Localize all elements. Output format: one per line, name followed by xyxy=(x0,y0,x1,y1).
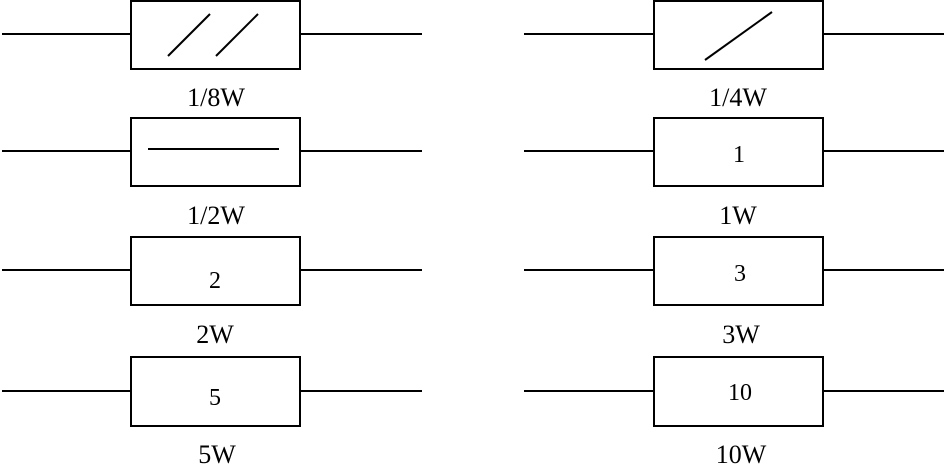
power-rating-numeral: 3 xyxy=(734,261,746,287)
power-rating-numeral: 5 xyxy=(209,385,221,411)
power-rating-caption: 5W xyxy=(198,440,236,466)
power-rating-caption: 10W xyxy=(716,440,767,466)
power-rating-caption: 2W xyxy=(196,320,234,349)
resistor-body xyxy=(130,236,301,306)
resistor-symbol-1w: 1 1W xyxy=(524,117,944,230)
power-slash-mark xyxy=(704,11,773,61)
power-slash-mark xyxy=(215,13,259,57)
power-rating-caption: 3W xyxy=(722,320,760,349)
resistor-symbol-1-2w: 1/2W xyxy=(2,117,422,230)
power-rating-numeral: 10 xyxy=(728,380,752,406)
power-rating-caption: 1/2W xyxy=(187,201,245,230)
resistor-body xyxy=(130,117,301,187)
resistor-symbol-1-4w: 1/4W xyxy=(524,0,944,112)
resistor-symbol-1-8w: 1/8W xyxy=(2,0,422,112)
power-rating-caption: 1/4W xyxy=(709,83,767,112)
power-rating-numeral: 2 xyxy=(209,268,221,294)
resistor-body xyxy=(130,0,301,70)
resistor-symbol-2w: 2 2W xyxy=(2,236,422,349)
resistor-body xyxy=(653,236,824,306)
power-rating-caption: 1/8W xyxy=(187,83,245,112)
power-rating-numeral: 1 xyxy=(733,142,745,168)
resistor-symbol-5w: 5 5W xyxy=(2,356,422,466)
resistor-body xyxy=(653,117,824,187)
power-rating-caption: 1W xyxy=(719,201,757,230)
resistor-symbol-10w: 10 10W xyxy=(524,356,944,466)
resistor-symbol-3w: 3 3W xyxy=(524,236,944,349)
resistor-body xyxy=(653,356,824,427)
power-slash-mark xyxy=(167,13,211,57)
